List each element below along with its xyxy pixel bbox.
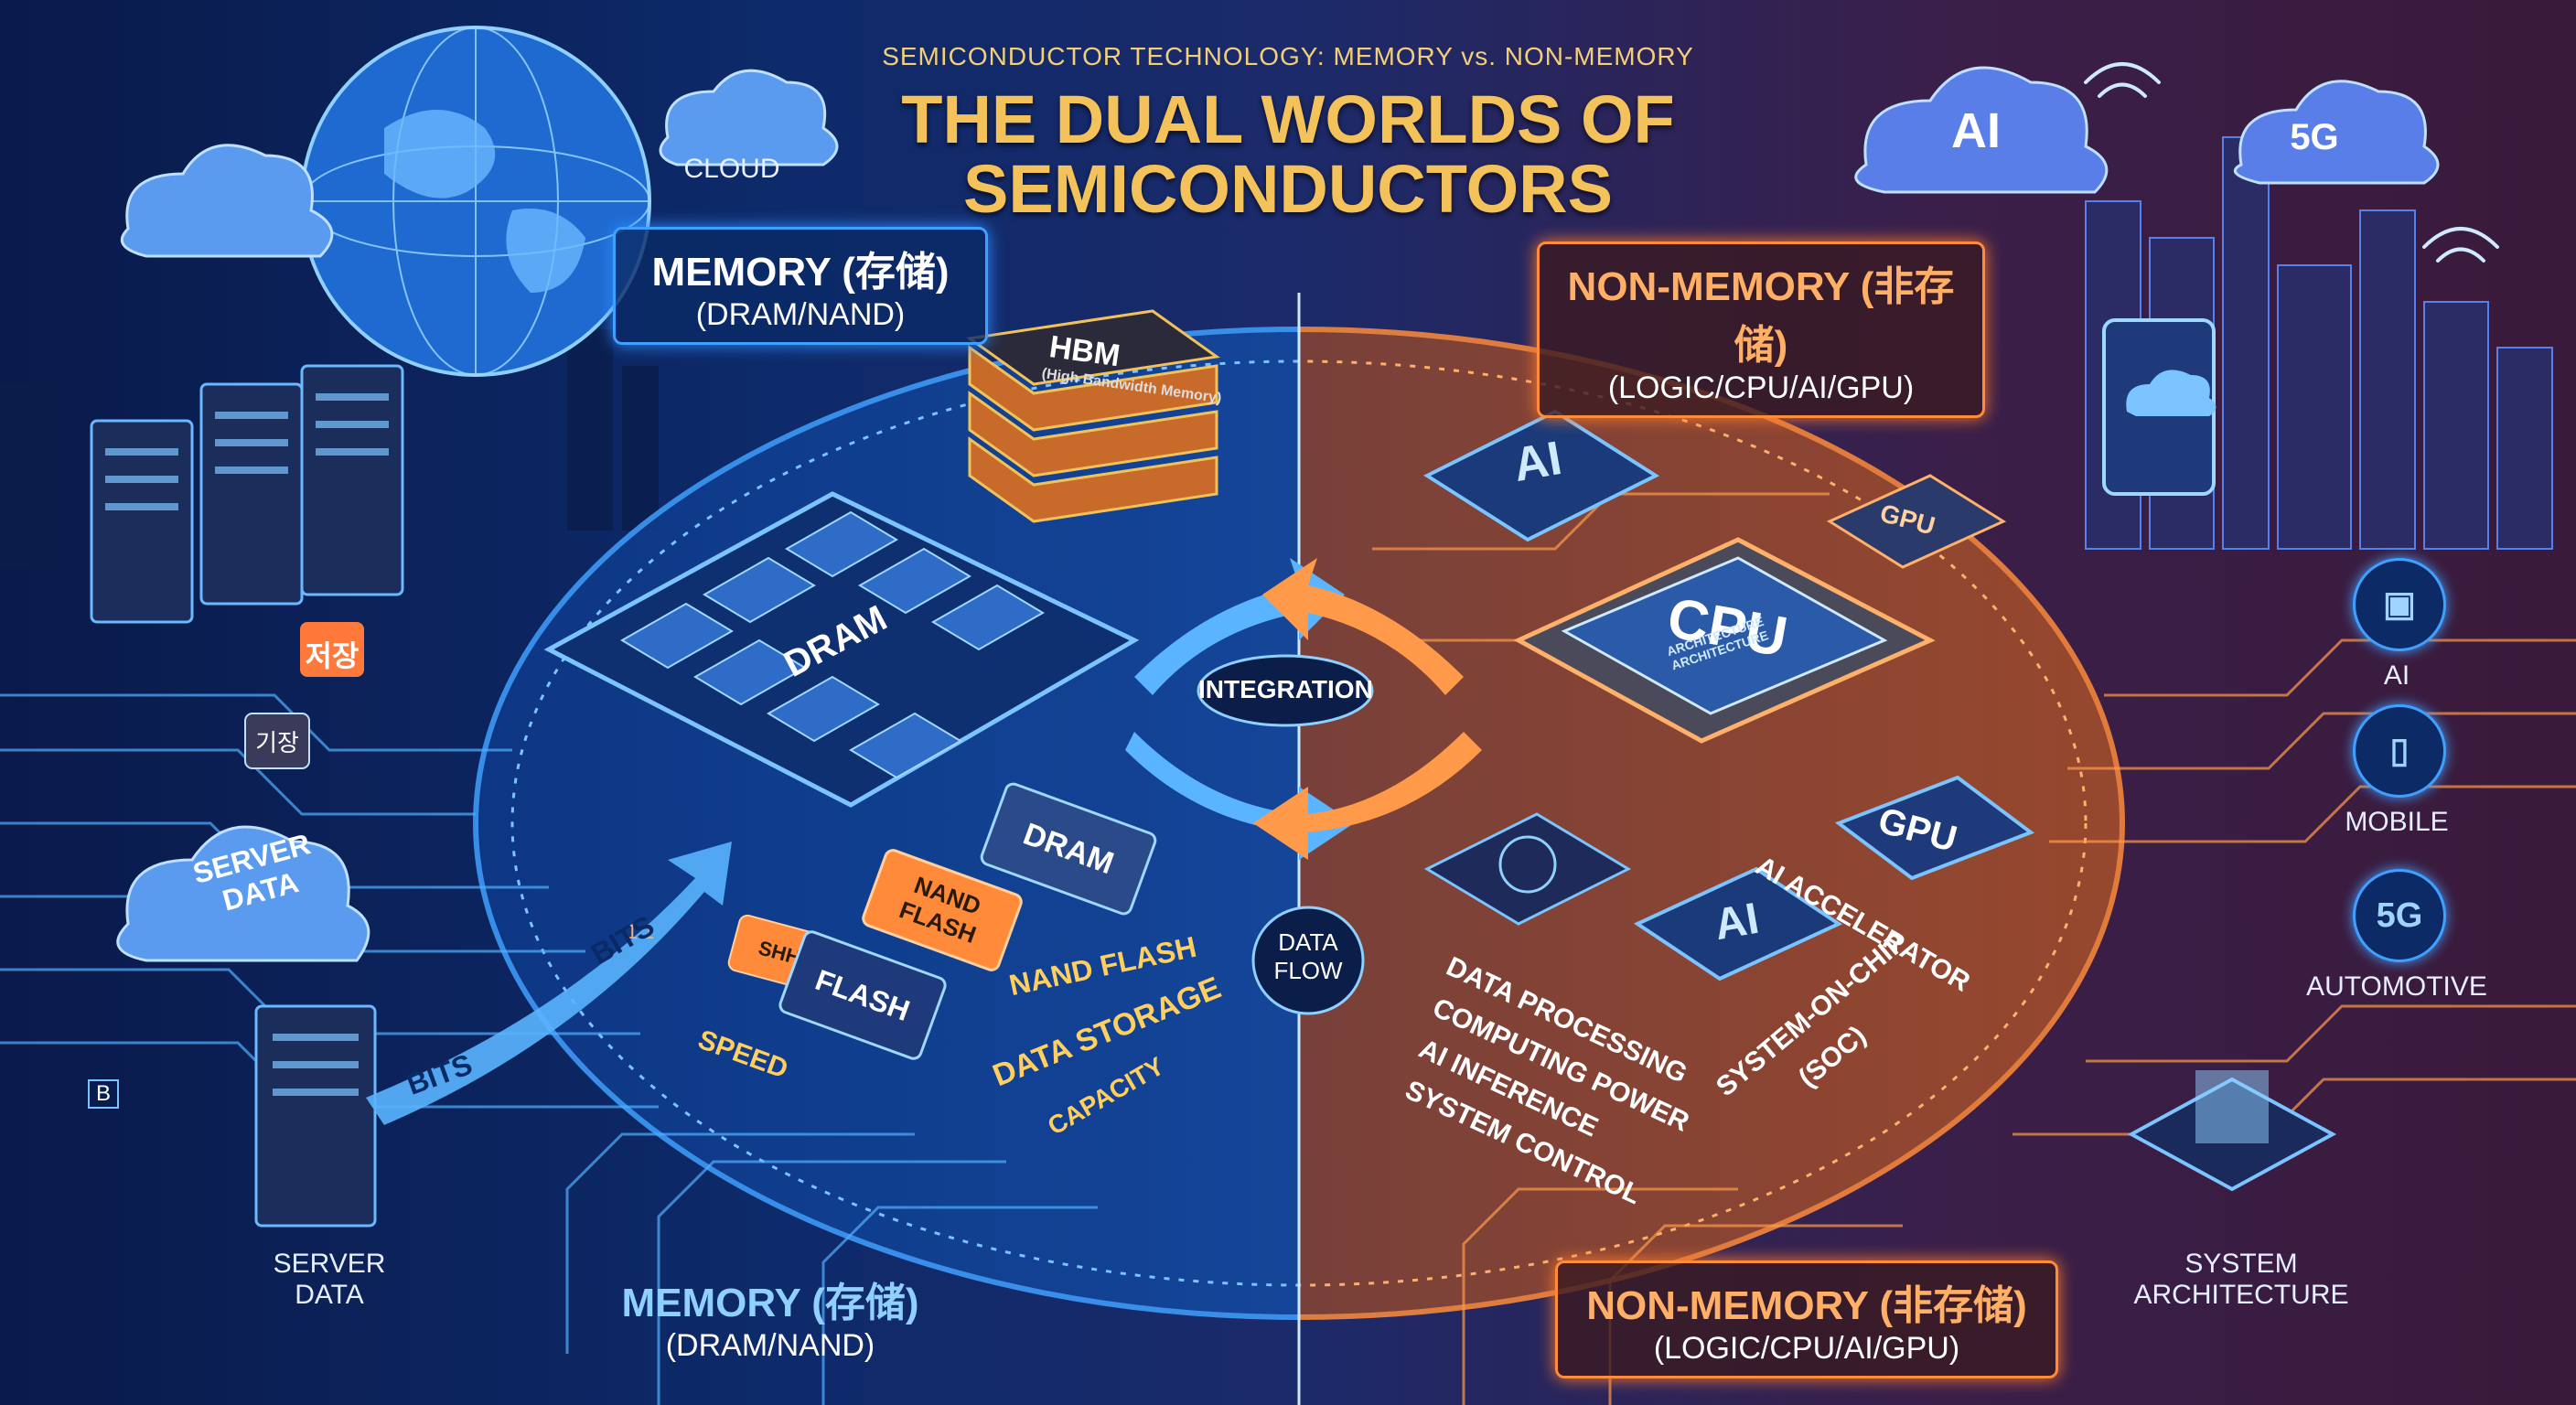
memory-title-top: MEMORY (存储) (651, 250, 950, 295)
memory-subtitle-top: (DRAM/NAND) (695, 297, 906, 332)
dram-small-label: DRAM (1018, 816, 1119, 882)
page-title-line2: SEMICONDUCTORS (963, 151, 1613, 227)
side-icon-label-0: AI (2383, 660, 2410, 691)
nand-flash-chip-label: NAND FLASH (896, 871, 985, 949)
header-subtitle: SEMICONDUCTOR TECHNOLOGY: MEMORY vs. NON… (882, 42, 1694, 70)
non-memory-title-box-bottom: NON-MEMORY (非存储) (LOGIC/CPU/AI/GPU) (1555, 1260, 2058, 1378)
non-memory-title-box-top: NON-MEMORY (非存储) (LOGIC/CPU/AI/GPU) (1537, 241, 1985, 418)
small-tag-b: B (88, 1079, 119, 1109)
side-icon-0: ▣ (2353, 558, 2446, 651)
system-arch-line1: SYSTEM (2184, 1249, 2298, 1279)
page-title-line1: THE DUAL WORLDS OF (901, 81, 1675, 157)
memory-subtitle-bottom: (DRAM/NAND) (665, 1328, 875, 1363)
memory-title-box-bottom: MEMORY (存储) (DRAM/NAND) (549, 1260, 992, 1373)
non-memory-subtitle-top: (LOGIC/CPU/AI/GPU) (1607, 370, 1915, 405)
memory-title-box-top: MEMORY (存储) (DRAM/NAND) (613, 227, 988, 345)
korean-tag-1: 저장 (305, 639, 360, 672)
side-icon-label-1: MOBILE (2345, 807, 2449, 837)
memory-title-bottom: MEMORY (存储) (621, 1281, 919, 1325)
system-architecture-label: SYSTEM ARCHITECTURE (2122, 1249, 2360, 1311)
cloud-label: CLOUD (683, 154, 780, 184)
cloud-ai-label: AI (1951, 103, 2001, 158)
data-flow-line1: DATA (1278, 928, 1338, 956)
server-data-line2: DATA (295, 1280, 364, 1310)
non-memory-title-bottom: NON-MEMORY (非存储) (1586, 1283, 2027, 1328)
data-flow-label: DATA FLOW (1262, 928, 1354, 985)
side-icon-1: ▯ (2353, 704, 2446, 798)
korean-tag-2: 기장 (255, 729, 299, 756)
ai-chip-bottom-label: AI (1711, 894, 1763, 950)
small-tag-11: 1 1 (626, 920, 655, 943)
system-arch-line2: ARCHITECTURE (2133, 1280, 2349, 1310)
data-flow-line2: FLOW (1273, 957, 1343, 984)
side-icon-2: 5G (2353, 869, 2446, 962)
non-memory-subtitle-bottom: (LOGIC/CPU/AI/GPU) (1653, 1331, 1960, 1366)
side-icon-label-2: AUTOMOTIVE (2306, 971, 2487, 1002)
non-memory-title-top: NON-MEMORY (非存储) (1567, 264, 1955, 368)
flash-chip-label: FLASH (810, 962, 915, 1028)
cloud-5g-label: 5G (2290, 117, 2339, 157)
ai-chip-top-label: AI (1509, 431, 1566, 493)
server-data-line1: SERVER (273, 1249, 386, 1279)
integration-label: INTEGRATION (1198, 675, 1373, 703)
server-data-label: SERVER DATA (247, 1249, 412, 1311)
